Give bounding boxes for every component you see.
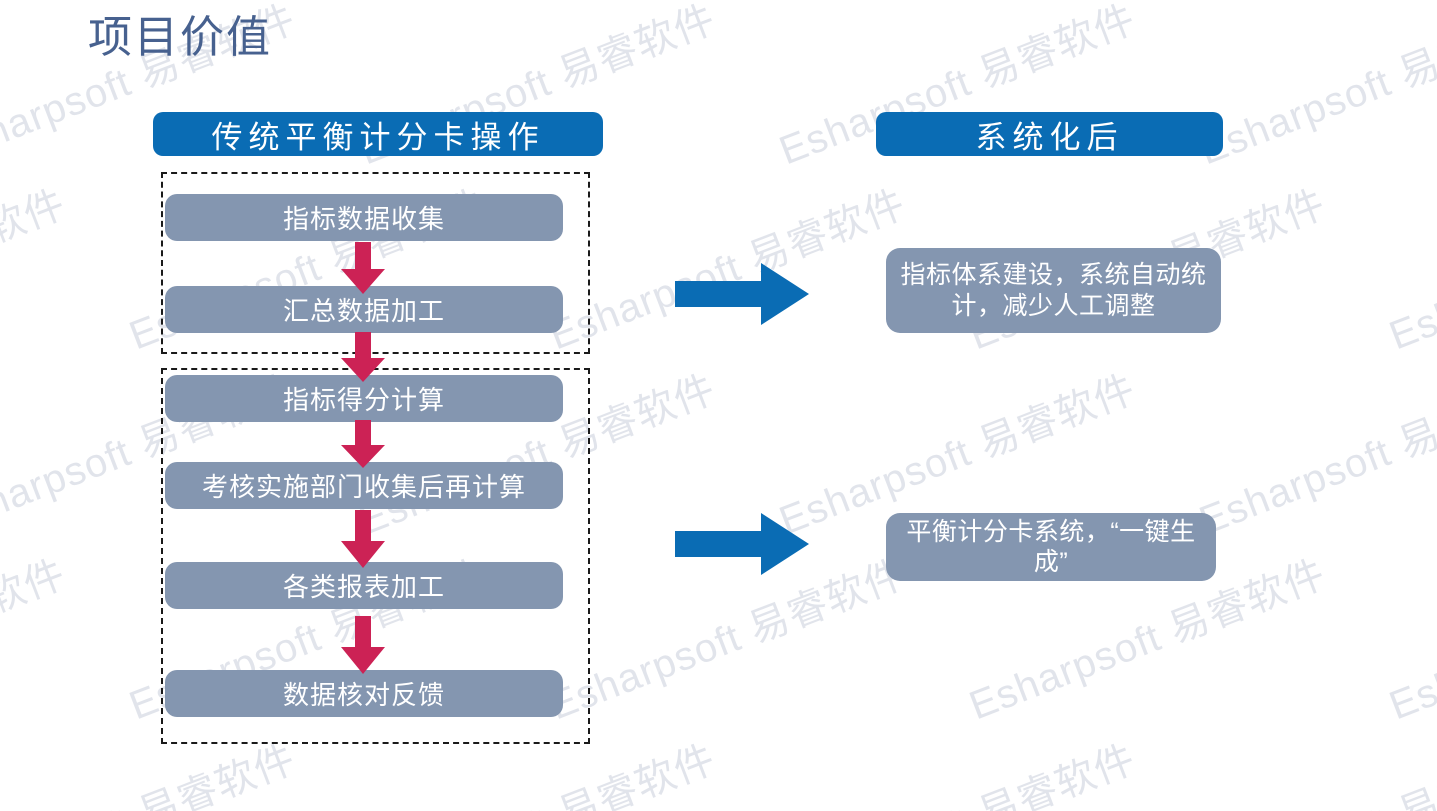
watermark-text: Esharpsoft 易睿软件 xyxy=(1193,0,1437,174)
page-title: 项目价值 xyxy=(88,13,272,62)
watermark-text: Esharpsoft 易睿软件 xyxy=(1383,182,1437,359)
arrow-down-icon xyxy=(338,332,388,382)
result-box-2[interactable]: 平衡计分卡系统，“一键生成” xyxy=(886,513,1216,581)
arrow-right-icon xyxy=(675,263,809,325)
arrow-down-icon xyxy=(338,616,388,674)
watermark-text: Esharpsoft 易睿软件 xyxy=(1383,552,1437,729)
arrow-down-icon xyxy=(338,420,388,468)
process-box-1[interactable]: 指标数据收集 xyxy=(165,194,563,241)
watermark-text: Esharpsoft 易睿软件 xyxy=(1190,727,1437,811)
arrow-right-icon xyxy=(675,513,809,575)
watermark-text: Esharpsoft 易睿软件 xyxy=(0,551,72,728)
process-box-2[interactable]: 汇总数据加工 xyxy=(165,286,563,333)
watermark-text: Esharpsoft 易睿软件 xyxy=(1193,366,1437,544)
banner-systemized: 系统化后 xyxy=(876,112,1223,156)
arrow-down-icon xyxy=(338,242,388,294)
process-box-6[interactable]: 数据核对反馈 xyxy=(165,670,563,717)
watermark-text: Esharpsoft 易睿软件 xyxy=(770,727,1143,811)
dashed-group-data-collection xyxy=(161,172,590,354)
arrow-down-icon xyxy=(338,510,388,568)
result-box-1[interactable]: 指标体系建设，系统自动统计，减少人工调整 xyxy=(886,248,1221,333)
banner-traditional: 传统平衡计分卡操作 xyxy=(153,112,603,156)
dashed-group-scoring-reporting xyxy=(161,368,590,744)
process-box-3[interactable]: 指标得分计算 xyxy=(165,375,563,422)
watermark-text: Esharpsoft 易睿软件 xyxy=(0,181,72,358)
process-box-5[interactable]: 各类报表加工 xyxy=(165,562,563,609)
process-box-4[interactable]: 考核实施部门收集后再计算 xyxy=(165,462,563,509)
